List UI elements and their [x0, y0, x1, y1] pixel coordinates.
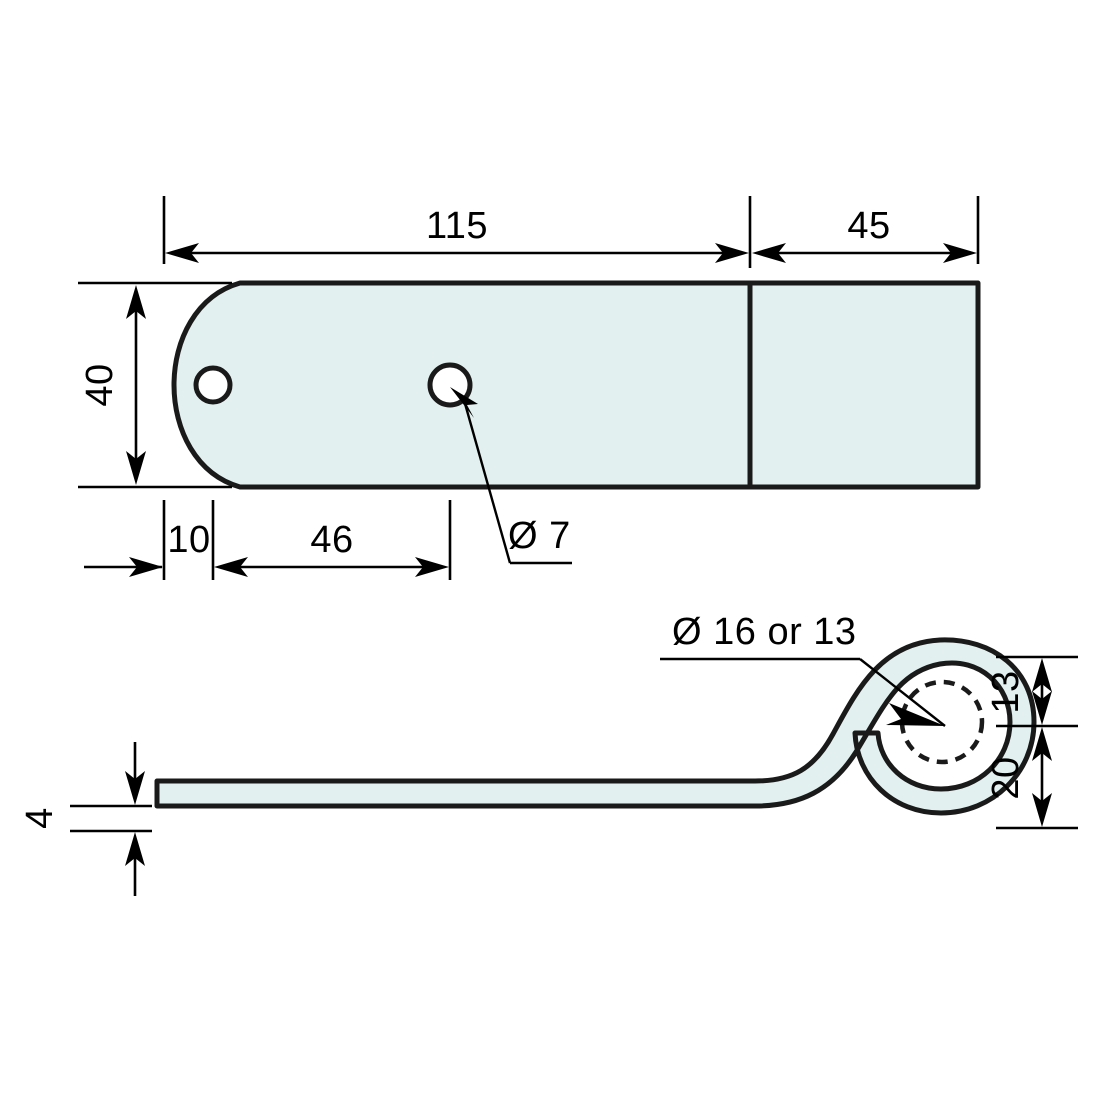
arrowhead-10-left [129, 557, 163, 577]
dim-label-45: 45 [847, 205, 890, 247]
hole-position-dimensions: 10 46 [84, 500, 452, 580]
plate-outline [171, 280, 981, 490]
dim-label-46: 46 [310, 519, 353, 561]
arrowhead-thickness-lower [125, 832, 145, 866]
side-height-dimensions: 13 20 [985, 655, 1078, 830]
left-hole [193, 365, 233, 405]
leader-line-knuckle [859, 658, 946, 727]
knuckle-bore-dashed [899, 679, 985, 765]
arrowhead-20-bottom [1032, 793, 1052, 827]
arrowhead-45-left [752, 243, 786, 263]
dim-label-thickness: 4 [19, 807, 61, 829]
top-height-dimension: 40 [78, 281, 232, 489]
knuckle-diameter-callout: Ø 16 or 13 [660, 611, 946, 727]
arrowhead-46-left [214, 557, 248, 577]
arrowhead-13-bottom [1032, 691, 1052, 725]
leader-line-hole [462, 399, 512, 564]
arrowhead-knuckle-leader [886, 703, 945, 726]
dim-label-115: 115 [426, 205, 488, 247]
dim-label-20: 20 [985, 756, 1027, 799]
strap-profile [154, 637, 1037, 816]
arrowhead-40-top [126, 285, 146, 319]
arrowhead-115-left [165, 243, 199, 263]
dim-label-10: 10 [167, 519, 210, 561]
arrowhead-46-right [415, 557, 449, 577]
thickness-dimension: 4 [19, 742, 152, 896]
top-length-dimensions: 115 45 [162, 196, 980, 268]
top-view-group [171, 280, 981, 490]
arrowhead-115-right [715, 243, 749, 263]
arrowhead-40-bottom [126, 451, 146, 485]
dim-label-13: 13 [985, 670, 1027, 713]
side-view-group [154, 637, 1037, 816]
arrowhead-20-top [1032, 727, 1052, 761]
hole-diameter-callout: Ø 7 [450, 387, 572, 565]
arrowhead-thickness-upper [125, 771, 145, 805]
dim-label-knuckle-diameter: Ø 16 or 13 [672, 611, 857, 653]
arrowhead-hole-leader [450, 387, 478, 418]
arrowhead-45-right [943, 243, 977, 263]
arrowhead-13-top [1032, 658, 1052, 692]
dim-label-40: 40 [79, 363, 121, 406]
dim-label-hole-diameter: Ø 7 [508, 515, 571, 557]
